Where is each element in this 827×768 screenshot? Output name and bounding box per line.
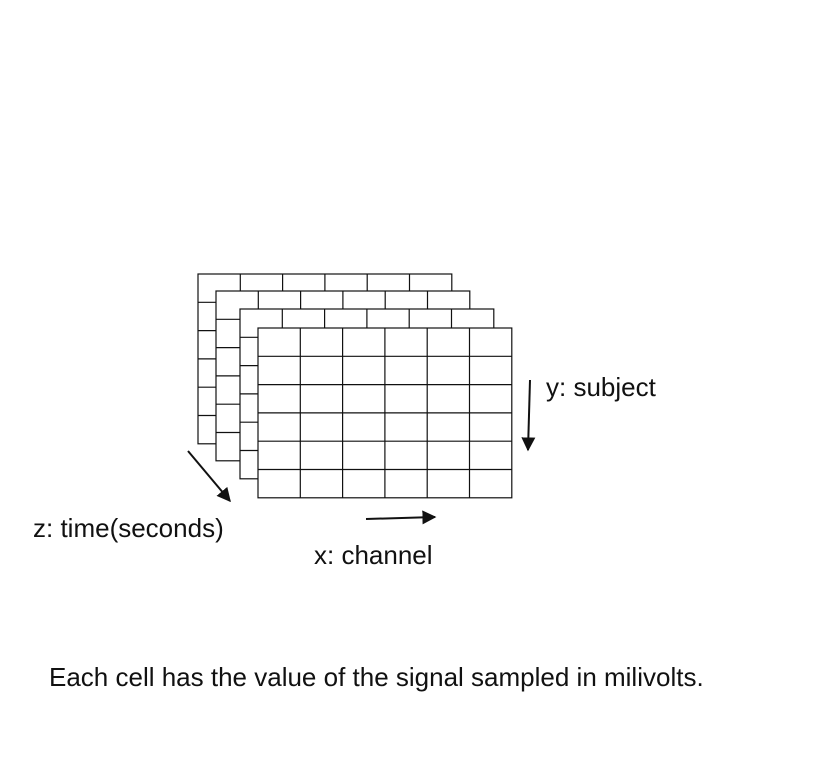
y-axis-label: y: subject bbox=[546, 372, 656, 402]
x-axis-arrow bbox=[365, 510, 437, 525]
caption-text: Each cell has the value of the signal sa… bbox=[49, 662, 704, 692]
grid-layers bbox=[197, 273, 513, 499]
z-axis-label: z: time(seconds) bbox=[33, 513, 224, 543]
z-axis-arrow bbox=[187, 450, 231, 503]
grid-layer bbox=[257, 327, 513, 499]
x-axis-label: x: channel bbox=[314, 540, 433, 570]
y-axis-arrow bbox=[521, 379, 536, 452]
